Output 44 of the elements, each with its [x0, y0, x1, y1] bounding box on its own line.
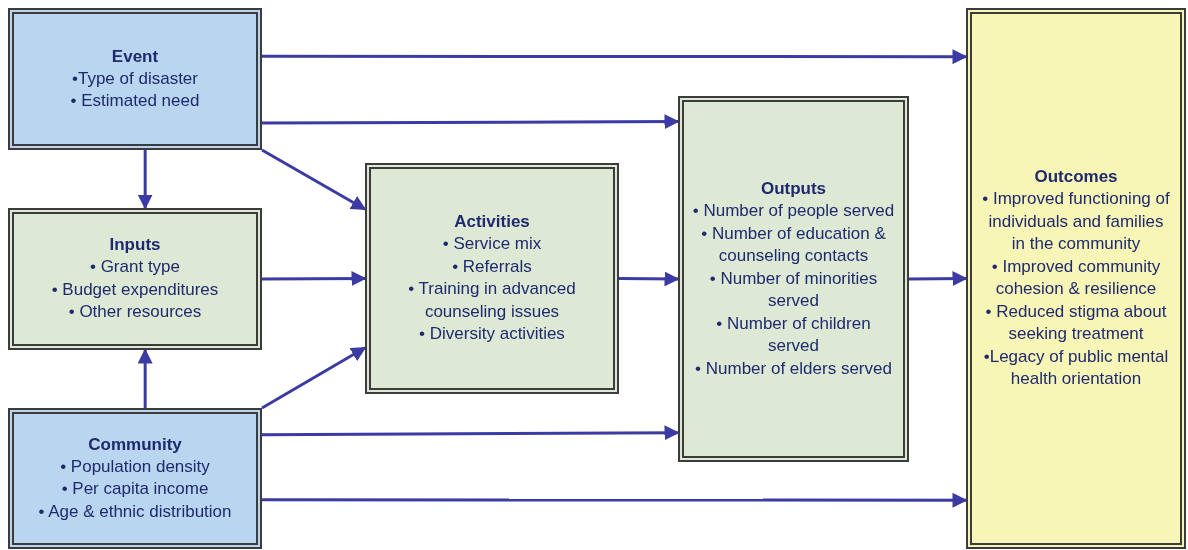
arrow [137, 150, 153, 210]
process-box [8, 408, 262, 549]
bullet-item: • Training in advanced counseling issues [407, 278, 577, 323]
process-box [8, 8, 262, 150]
bullet-item: • Budget expenditures [51, 278, 219, 301]
bullet-item: • Reduced stigma about seeking treatment [984, 300, 1168, 346]
process-box [966, 8, 1186, 549]
bullet-item: • Diversity activities [419, 323, 565, 346]
arrow [137, 348, 153, 408]
box-heading: Activities [454, 211, 530, 234]
arrow [619, 271, 680, 287]
bullet-item: • Population density [60, 455, 210, 478]
process-box [8, 208, 262, 350]
box-heading: Outputs [760, 178, 827, 200]
bullet-item: • Number of education & counseling contacts [700, 222, 887, 267]
arrow [262, 114, 680, 130]
bullet-item: • Number of minorities served [708, 267, 879, 312]
bullet-item: •Legacy of public mental health orientation [982, 345, 1170, 391]
box-heading: Inputs [109, 234, 161, 257]
arrow [262, 49, 968, 65]
box-heading: Event [111, 45, 159, 68]
arrow [262, 425, 680, 441]
arrow [261, 346, 367, 410]
bullet-item: • Service mix [442, 233, 542, 256]
bullet-item: • Improved community cohesion & resilience [990, 255, 1162, 301]
bullet-item: • Number of elders served [695, 357, 892, 380]
box-heading: Community [88, 433, 182, 456]
bullet-item: • Grant type [89, 256, 180, 279]
bullet-item: • Number of people served [692, 200, 895, 222]
bullet-item: • Other resources [68, 301, 202, 324]
arrow [262, 271, 367, 287]
arrow [909, 271, 968, 287]
box-heading: Outcomes [1034, 166, 1118, 189]
arrow [262, 492, 968, 508]
bullet-item: • Improved functioning of individuals and families in the community [981, 188, 1171, 256]
bullet-item: • Per capita income [61, 478, 209, 501]
process-box [365, 163, 619, 394]
bullet-item: •Type of disaster [72, 67, 198, 90]
bullet-item: • Referrals [452, 255, 532, 278]
bullet-item: • Age & ethnic distribution [38, 500, 232, 523]
arrow [261, 148, 367, 211]
bullet-item: • Number of children served [715, 312, 872, 357]
process-box [678, 96, 909, 462]
bullet-item: • Estimated need [70, 90, 200, 112]
